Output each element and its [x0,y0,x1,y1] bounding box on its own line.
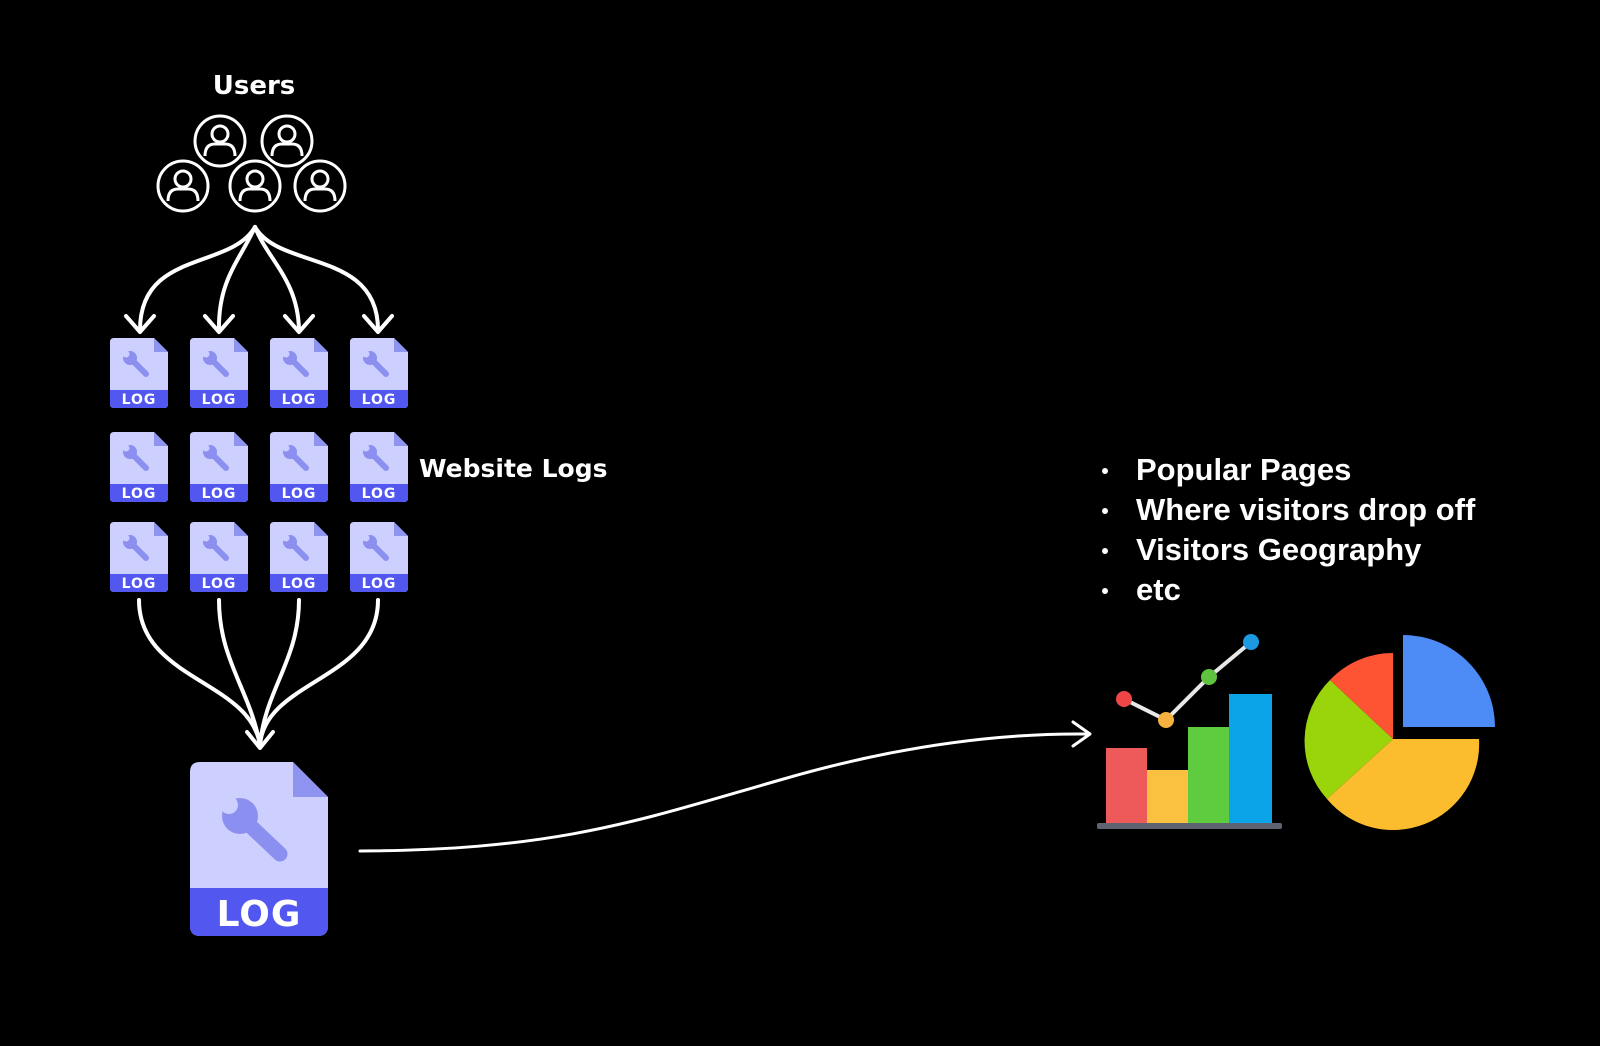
pie-chart-icon [1304,635,1495,831]
log-file-icon: LOG [110,432,168,502]
trend-point [1158,712,1174,728]
chart-bar [1188,727,1229,826]
log-badge-text: LOG [122,576,157,592]
log-badge-text: LOG [217,894,302,935]
insight-item: etc [1100,570,1475,610]
user-icon [293,159,347,213]
log-badge-text: LOG [122,392,157,408]
log-file-icon: LOG [110,338,168,408]
log-badge-text: LOG [362,486,397,502]
flow-arrow [253,225,380,332]
flow-arrow [253,225,301,332]
chart-bar [1229,694,1272,826]
log-file-icon: LOG [110,522,168,592]
insights-list: Popular Pages Where visitors drop off Vi… [1100,450,1475,610]
log-badge-text: LOG [202,576,237,592]
trend-point [1201,669,1217,685]
trend-point [1243,634,1259,650]
bar-line-chart-icon [1097,634,1282,829]
chart-bar [1147,770,1188,826]
user-icon [260,114,314,168]
flow-arrow [358,732,1090,853]
website-logs-grid: LOG LOG LOG LOG LOG LOG LOG LOG LOG LOG LOG LOG [110,338,408,592]
chart-baseline [1097,823,1282,829]
logs-to-aggregate-arrows [137,598,380,750]
log-badge-text: LOG [282,486,317,502]
arrow-head [203,314,235,334]
log-file-icon: LOG [190,432,248,502]
users-group [156,114,347,213]
log-file-icon: LOG [190,522,248,592]
trend-line [1123,640,1253,723]
log-badge-text: LOG [282,576,317,592]
log-file-icon: LOG [270,522,328,592]
pie-slice [1330,652,1393,739]
log-badge-text: LOG [362,392,397,408]
user-icon [156,159,210,213]
log-file-icon: LOG [190,338,248,408]
flow-arrow [137,598,262,747]
pie-slice [1304,680,1393,799]
user-icon [193,114,247,168]
pie-slice [1327,739,1480,831]
log-badge-text: LOG [362,576,397,592]
aggregated-log-file-icon: LOG [190,762,328,936]
arrow-head [362,314,394,334]
flow-arrow [216,225,257,332]
insight-item: Where visitors drop off [1100,490,1475,530]
insight-item: Popular Pages [1100,450,1475,490]
log-badge-text: LOG [202,392,237,408]
log-file-icon: LOG [350,338,408,408]
arrow-head [1071,720,1092,748]
flow-arrow [217,598,262,747]
website-logs-label: Website Logs [419,454,607,483]
insight-item: Visitors Geography [1100,530,1475,570]
log-badge-text: LOG [282,392,317,408]
users-to-logs-arrows [124,225,394,334]
arrow-head [283,314,315,334]
log-file-icon: LOG [350,522,408,592]
log-badge-text: LOG [202,486,237,502]
log-badge-text: LOG [122,486,157,502]
flow-arrow [258,598,380,747]
trend-point [1116,691,1132,707]
log-file-icon: LOG [350,432,408,502]
users-label: Users [213,71,296,101]
pie-slice [1403,635,1495,727]
log-file-icon: LOG [270,338,328,408]
log-to-analytics-arrow [358,720,1092,853]
chart-bar [1106,748,1147,826]
arrow-head [245,730,275,750]
log-file-icon: LOG [270,432,328,502]
arrow-head [124,314,156,334]
flow-arrow [138,225,257,332]
user-icon [228,159,282,213]
